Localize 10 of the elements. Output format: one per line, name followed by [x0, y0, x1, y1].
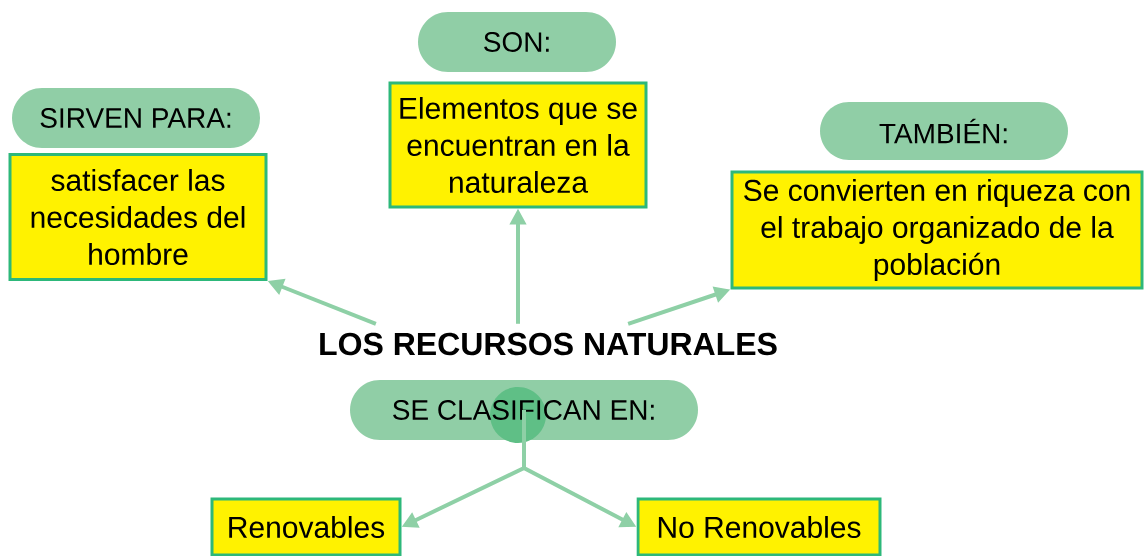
text-box: satisfacer las necesidades del hombre: [8, 153, 268, 281]
pill-label: SE CLASIFICAN EN:: [350, 380, 698, 443]
text-box: Renovables: [210, 497, 402, 556]
text-box: No Renovables: [636, 497, 882, 556]
pill-label: SIRVEN PARA:: [12, 88, 260, 148]
text-box: Se convierten en riqueza con el trabajo organizado de la población: [730, 170, 1144, 290]
pill-label: TAMBIÉN:: [820, 102, 1068, 160]
text-box: Elementos que se encuentran en la naturaleza: [388, 81, 648, 209]
central-title: LOS RECURSOS NATURALES: [320, 332, 777, 356]
pill-label: SON:: [418, 12, 616, 72]
